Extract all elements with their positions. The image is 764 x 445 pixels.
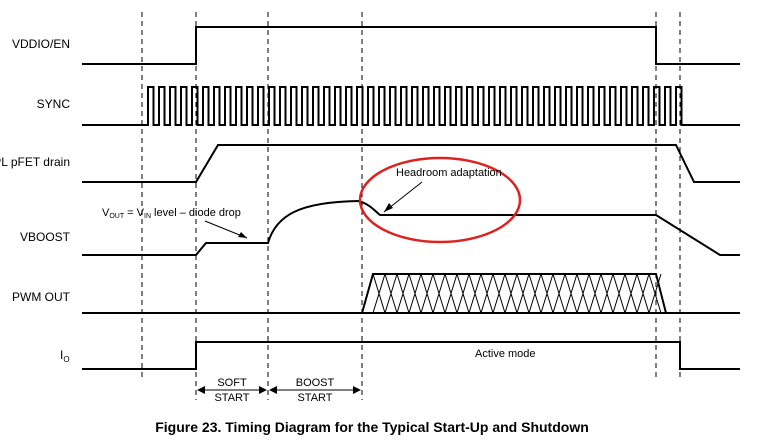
vout-sub: OUT [109, 213, 125, 220]
vout-eq: = V [124, 207, 145, 219]
soft-start-arrow-right [259, 386, 267, 394]
label-sync: SYNC [37, 97, 71, 111]
pwm-switching-block [361, 273, 667, 314]
label-io-sub: O [63, 355, 69, 364]
wave-io [82, 341, 740, 370]
label-io-main: I [60, 348, 63, 362]
soft-start-arrow-left [197, 386, 205, 394]
boost-start-arrow-right [353, 386, 361, 394]
boost-start-line2: START [297, 392, 332, 404]
guide-lines [141, 12, 681, 400]
figure-caption: Figure 23. Timing Diagram for the Typica… [155, 419, 589, 435]
soft-start-line1: SOFT [217, 377, 247, 389]
wave-sync [82, 86, 740, 126]
wave-vboost [82, 199, 740, 256]
phase-markers: SOFT START BOOST START [197, 377, 361, 404]
label-pfet: PL pFET drain [0, 155, 70, 169]
boost-start-line1: BOOST [296, 377, 335, 389]
label-pwm: PWM OUT [12, 290, 71, 304]
pwm-crosshatch [372, 273, 662, 314]
vout-tail: level – diode drop [151, 207, 241, 219]
vin-sub: IN [144, 213, 151, 220]
vout-label: VOUT = VIN level – diode drop [102, 207, 241, 220]
wave-pfet [82, 144, 740, 183]
label-io: IO [60, 348, 70, 364]
vout-main: V [102, 207, 110, 219]
headroom-arrow-head [384, 203, 393, 212]
signal-labels: VDDIO/EN SYNC PL pFET drain VBOOST PWM O… [0, 37, 71, 364]
label-vboost: VBOOST [20, 230, 71, 244]
wave-vddio [82, 26, 740, 65]
active-mode-label: Active mode [475, 348, 536, 360]
boost-start-arrow-left [269, 386, 277, 394]
headroom-label: Headroom adaptation [396, 167, 502, 179]
soft-start-line2: START [214, 392, 249, 404]
label-vddio: VDDIO/EN [12, 37, 70, 51]
pwm-envelope [361, 273, 667, 314]
headroom-highlight-ellipse [358, 156, 522, 244]
vout-arrow-head [238, 232, 247, 238]
